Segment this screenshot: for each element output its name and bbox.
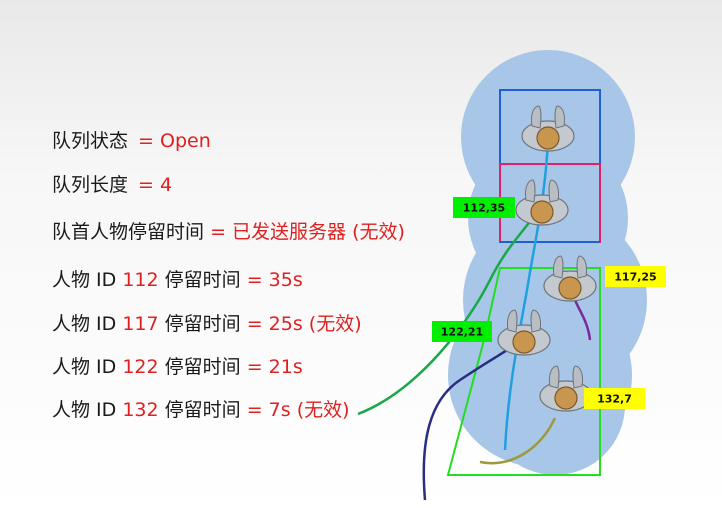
head-dwell-label: 队首人物停留时间 [52, 221, 205, 243]
person-eq: = [246, 399, 263, 421]
person-line: 人物 ID 132 停留时间 = 7s (无效) [52, 395, 350, 422]
person-prefix: 人物 ID [52, 313, 117, 335]
tag-background [453, 197, 515, 218]
tag-text: 117,25 [614, 271, 656, 284]
person-dwell-value: 21s [268, 356, 303, 378]
person-dwell-label: 停留时间 [164, 356, 241, 378]
person-id: 122 [122, 356, 159, 378]
queue-status-line: 队列状态 = Open [52, 126, 211, 153]
person-tag: 132,7 [584, 388, 645, 409]
queue-length-line: 队列长度 = 4 [52, 170, 172, 197]
person-dwell-label: 停留时间 [164, 399, 241, 421]
tag-text: 122,21 [441, 326, 483, 339]
person-id: 132 [122, 399, 159, 421]
tag-background [432, 321, 492, 342]
person-prefix: 人物 ID [52, 269, 117, 291]
tag-text: 132,7 [597, 393, 632, 406]
person-tag: 122,21 [432, 321, 492, 342]
person-line: 人物 ID 112 停留时间 = 35s [52, 265, 303, 292]
head-dwell-value: 已发送服务器 (无效) [232, 221, 405, 243]
queue-status-value: Open [159, 130, 211, 152]
person-dwell-value: 25s (无效) [268, 313, 362, 335]
head-dwell-line: 队首人物停留时间 = 已发送服务器 (无效) [52, 217, 405, 244]
trajectory-line [357, 214, 536, 416]
queue-length-eq: = [138, 174, 154, 196]
floor-area [448, 50, 647, 475]
person-prefix: 人物 ID [52, 356, 117, 378]
trajectory-line [422, 343, 516, 501]
person-dwell-value: 7s (无效) [268, 399, 350, 421]
trajectory-line [479, 417, 557, 465]
person-tag: 112,35 [453, 197, 515, 218]
tag-background [605, 266, 666, 287]
person-dwell-value: 35s [268, 269, 303, 291]
person-line: 人物 ID 122 停留时间 = 21s [52, 352, 303, 379]
person-dwell-label: 停留时间 [164, 269, 241, 291]
person-prefix: 人物 ID [52, 399, 117, 421]
person-id: 117 [122, 313, 159, 335]
person-dwell-label: 停留时间 [164, 313, 241, 335]
person-eq: = [246, 269, 263, 291]
person-eq: = [246, 356, 263, 378]
queue-length-value: 4 [159, 174, 173, 196]
queue-length-label: 队列长度 [52, 174, 129, 196]
person-line: 人物 ID 117 停留时间 = 25s (无效) [52, 309, 362, 336]
queue-status-label: 队列状态 [52, 130, 129, 152]
trajectory-line [503, 139, 550, 451]
trajectory-line [573, 299, 592, 341]
person-tag: 117,25 [605, 266, 666, 287]
queue-status-eq: = [138, 130, 154, 152]
head-dwell-eq: = [210, 221, 226, 243]
tag-background [584, 388, 645, 409]
tag-text: 112,35 [463, 202, 505, 215]
person-eq: = [246, 313, 263, 335]
person-id: 112 [122, 269, 159, 291]
